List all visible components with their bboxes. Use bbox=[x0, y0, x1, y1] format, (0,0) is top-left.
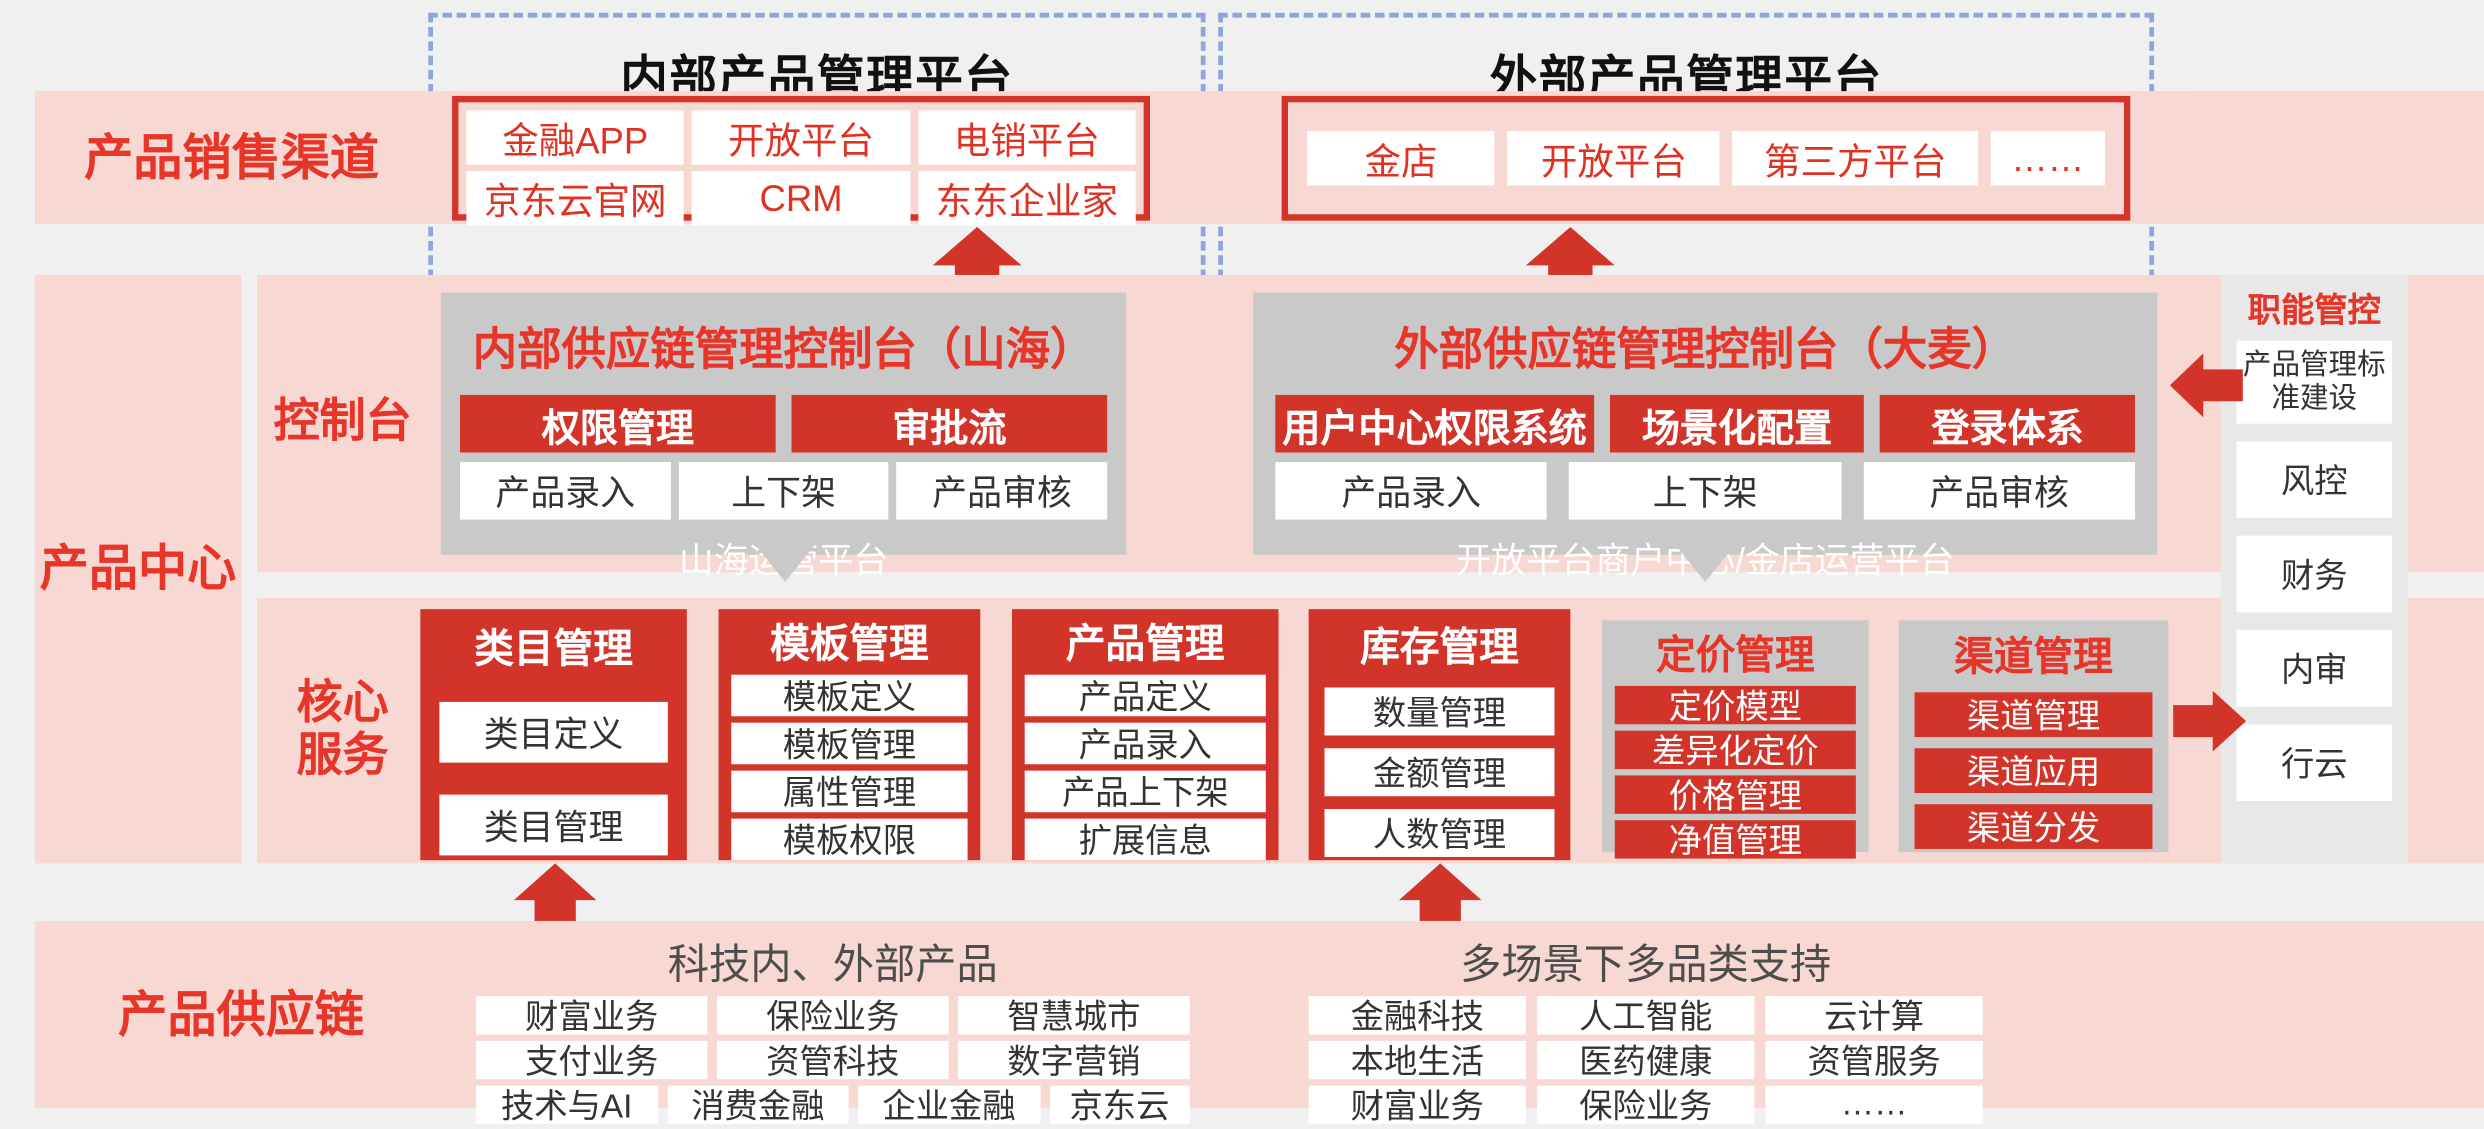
sales-chip[interactable]: 开放平台 bbox=[1507, 131, 1721, 186]
supply-chip[interactable]: 数字营销 bbox=[958, 1040, 1190, 1081]
core-service-item[interactable]: 金额管理 bbox=[1324, 748, 1555, 797]
console-secondary-chip[interactable]: 产品录入 bbox=[1275, 462, 1548, 520]
core-service-card-channel: 渠道管理 渠道管理 渠道应用 渠道分发 bbox=[1898, 620, 2169, 853]
core-service-item[interactable]: 类目管理 bbox=[439, 794, 668, 856]
supply-chip[interactable]: 企业金融 bbox=[858, 1085, 1040, 1126]
governance-title: 职能管控 bbox=[2247, 292, 2381, 330]
governance-item[interactable]: 内审 bbox=[2236, 629, 2392, 707]
supply-chip[interactable]: 智慧城市 bbox=[958, 996, 1190, 1036]
console-external-panel: 外部供应链管理控制台（大麦） 用户中心权限系统 场景化配置 登录体系 产品录入 … bbox=[1253, 292, 2158, 580]
chevron-down-internal-icon bbox=[751, 540, 819, 582]
core-service-item[interactable]: 渠道管理 bbox=[1914, 692, 2153, 738]
sales-chip[interactable]: 第三方平台 bbox=[1732, 131, 1978, 186]
core-service-card-title: 产品管理 bbox=[1065, 621, 1225, 667]
core-service-item[interactable]: 产品上下架 bbox=[1024, 770, 1266, 813]
core-service-card-title: 类目管理 bbox=[474, 626, 633, 672]
supply-chip[interactable]: 本地生活 bbox=[1308, 1040, 1526, 1081]
console-secondary-chip[interactable]: 产品审核 bbox=[896, 462, 1108, 520]
sales-chip[interactable]: 金融APP bbox=[466, 110, 685, 165]
supply-group-left-title: 科技内、外部产品 bbox=[667, 940, 998, 989]
supply-chip[interactable]: 支付业务 bbox=[475, 1040, 708, 1081]
core-service-card-template: 模板管理 模板定义 模板管理 属性管理 模板权限 bbox=[718, 609, 981, 861]
core-service-card-product: 产品管理 产品定义 产品录入 产品上下架 扩展信息 bbox=[1012, 609, 1279, 861]
chevron-down-external-icon bbox=[1671, 540, 1739, 582]
core-service-item[interactable]: 渠道分发 bbox=[1914, 804, 2153, 849]
core-service-item[interactable]: 数量管理 bbox=[1324, 687, 1555, 736]
supply-group-left: 科技内、外部产品 财富业务 保险业务 智慧城市 支付业务 资管科技 数字营销 技… bbox=[475, 932, 1190, 1126]
supply-chip[interactable]: 资管服务 bbox=[1765, 1040, 1983, 1081]
core-service-card-title: 模板管理 bbox=[770, 621, 929, 667]
sales-chip[interactable]: 金店 bbox=[1307, 131, 1495, 186]
supply-chip[interactable]: 消费金融 bbox=[667, 1085, 849, 1126]
core-service-item[interactable]: 产品定义 bbox=[1024, 674, 1266, 717]
governance-item[interactable]: 产品管理标准建设 bbox=[2236, 340, 2392, 424]
console-primary-chip[interactable]: 用户中心权限系统 bbox=[1275, 394, 1594, 453]
governance-panel: 职能管控 产品管理标准建设 风控 财务 内审 行云 bbox=[2220, 275, 2408, 864]
sales-chip[interactable]: 电销平台 bbox=[917, 110, 1136, 165]
supply-chip[interactable]: 资管科技 bbox=[716, 1040, 949, 1081]
core-service-card-category: 类目管理 类目定义 类目管理 bbox=[420, 609, 687, 861]
core-service-item[interactable]: 价格管理 bbox=[1614, 775, 1856, 815]
core-service-card-title: 渠道管理 bbox=[1954, 634, 2113, 680]
console-secondary-chip[interactable]: 产品录入 bbox=[460, 462, 671, 520]
governance-item[interactable]: 风控 bbox=[2236, 441, 2392, 519]
sales-chip[interactable]: 东东企业家 bbox=[917, 171, 1136, 226]
supply-chip[interactable]: 金融科技 bbox=[1308, 996, 1526, 1036]
supply-chip[interactable]: …… bbox=[1765, 1085, 1983, 1124]
core-service-item[interactable]: 模板权限 bbox=[731, 818, 968, 861]
supply-chip[interactable]: 人工智能 bbox=[1537, 996, 1755, 1036]
console-primary-chip[interactable]: 权限管理 bbox=[460, 394, 776, 453]
supply-chip[interactable]: 保险业务 bbox=[1537, 1085, 1755, 1126]
governance-item[interactable]: 行云 bbox=[2236, 724, 2392, 802]
core-service-card-pricing: 定价管理 定价模型 差异化定价 价格管理 净值管理 bbox=[1602, 620, 1869, 860]
arrow-right-channel-icon bbox=[2173, 690, 2247, 752]
supply-group-right-title: 多场景下多品类支持 bbox=[1460, 940, 1832, 989]
sales-chip[interactable]: 开放平台 bbox=[692, 110, 910, 165]
console-secondary-chip[interactable]: 上下架 bbox=[678, 462, 889, 520]
console-secondary-chip[interactable]: 上下架 bbox=[1569, 462, 1842, 520]
core-service-item[interactable]: 净值管理 bbox=[1614, 820, 1856, 860]
core-service-item[interactable]: 渠道应用 bbox=[1914, 748, 2153, 794]
supply-chip[interactable]: 保险业务 bbox=[716, 996, 949, 1036]
governance-item[interactable]: 财务 bbox=[2236, 535, 2392, 613]
console-primary-chip[interactable]: 审批流 bbox=[791, 394, 1108, 453]
core-service-item[interactable]: 模板管理 bbox=[731, 722, 968, 765]
supply-chain-row-band bbox=[34, 920, 2484, 1108]
console-secondary-chip[interactable]: 产品审核 bbox=[1863, 462, 2136, 520]
row-label-console: 控制台 bbox=[273, 397, 412, 449]
core-service-item[interactable]: 属性管理 bbox=[731, 770, 968, 813]
sales-chip[interactable]: 京东云官网 bbox=[466, 171, 685, 226]
core-service-card-inventory: 库存管理 数量管理 金额管理 人数管理 bbox=[1308, 609, 1571, 861]
supply-chip[interactable]: 技术与AI bbox=[475, 1085, 658, 1126]
core-service-item[interactable]: 模板定义 bbox=[731, 674, 968, 717]
sales-chip[interactable]: CRM bbox=[692, 171, 910, 226]
supply-group-right: 多场景下多品类支持 金融科技 人工智能 云计算 本地生活 医药健康 资管服务 财… bbox=[1308, 932, 1983, 1126]
row-label-core-service: 核心 服务 bbox=[296, 677, 389, 782]
console-primary-chip[interactable]: 登录体系 bbox=[1880, 394, 2136, 453]
sales-chip[interactable]: …… bbox=[1990, 131, 2105, 186]
console-external-title: 外部供应链管理控制台（大麦） bbox=[1394, 324, 2017, 375]
sales-channel-external-box: 金店 开放平台 第三方平台 …… bbox=[1281, 95, 2131, 221]
supply-chip[interactable]: 财富业务 bbox=[475, 996, 708, 1036]
core-service-item[interactable]: 差异化定价 bbox=[1614, 730, 1856, 771]
arrow-left-governance-icon bbox=[2169, 353, 2243, 418]
row-label-supply-chain: 产品供应链 bbox=[118, 985, 365, 1042]
core-service-card-title: 库存管理 bbox=[1360, 625, 1519, 670]
sales-channel-internal-box: 金融APP 开放平台 电销平台 京东云官网 CRM 东东企业家 bbox=[452, 95, 1150, 226]
supply-chip[interactable]: 财富业务 bbox=[1308, 1085, 1526, 1126]
supply-chip[interactable]: 医药健康 bbox=[1537, 1040, 1755, 1081]
core-service-card-title: 定价管理 bbox=[1655, 633, 1815, 678]
console-internal-title: 内部供应链管理控制台（山海） bbox=[472, 324, 1095, 375]
supply-chip[interactable]: 云计算 bbox=[1765, 996, 1983, 1036]
core-service-item[interactable]: 扩展信息 bbox=[1024, 818, 1266, 861]
core-service-item[interactable]: 人数管理 bbox=[1324, 809, 1555, 857]
supply-chip[interactable]: 京东云 bbox=[1049, 1085, 1190, 1126]
core-service-item[interactable]: 产品录入 bbox=[1024, 722, 1266, 765]
row-label-sales-channel: 产品销售渠道 bbox=[34, 91, 429, 224]
core-service-item[interactable]: 定价模型 bbox=[1614, 685, 1856, 726]
row-label-product-center: 产品中心 bbox=[34, 275, 242, 864]
console-primary-chip[interactable]: 场景化配置 bbox=[1609, 394, 1865, 453]
core-service-item[interactable]: 类目定义 bbox=[439, 701, 668, 763]
console-internal-panel: 内部供应链管理控制台（山海） 权限管理 审批流 产品录入 上下架 产品审核 山海… bbox=[440, 292, 1127, 580]
